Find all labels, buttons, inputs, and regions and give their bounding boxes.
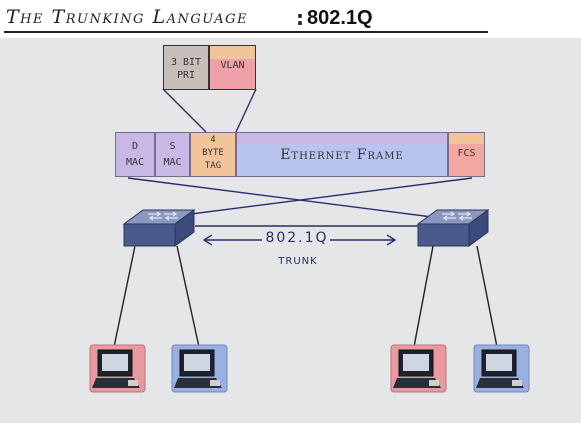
trunk-arrow-left-head — [202, 234, 213, 246]
dmac-line1: D — [131, 141, 139, 152]
switch-icon — [122, 209, 196, 247]
pri-line1: 3 BIT — [170, 57, 202, 68]
vlan-label: VLAN — [220, 60, 245, 71]
pri-field: 3 BIT PRI — [163, 45, 209, 90]
title-script: The Trunking Language — [6, 6, 249, 28]
fcs-field: FCS — [448, 132, 485, 177]
vlan-field: VLAN — [209, 45, 256, 90]
smac-line1: S — [169, 141, 176, 152]
title-protocol: 802.1Q — [307, 7, 373, 29]
frame-to-right-switch-line — [127, 177, 441, 219]
tag-line2: BYTE — [202, 148, 224, 158]
right-switch-to-pc4-line — [476, 245, 498, 348]
smac-line2: MAC — [163, 157, 182, 168]
smac-field: S MAC — [155, 132, 190, 177]
trunk-label: TRUNK — [278, 256, 318, 267]
expand-line-right — [235, 88, 257, 133]
trunk-arrow-right-head — [386, 234, 397, 246]
left-switch-to-pc2-line — [176, 245, 200, 348]
dmac-line2: MAC — [125, 157, 145, 168]
frame-to-left-switch-line — [159, 177, 473, 219]
fcs-label: FCS — [457, 148, 476, 159]
tag-line1: 4 — [210, 135, 216, 145]
title-bar: The Trunking Language : 802.1Q — [0, 0, 581, 38]
ethernet-label: Ethernet Frame — [280, 147, 404, 163]
expand-line-left — [162, 88, 207, 133]
tag-line3: TAG — [204, 161, 222, 171]
title-underline — [4, 31, 488, 33]
pri-line2: PRI — [176, 70, 196, 81]
ethernet-field: Ethernet Frame — [236, 132, 448, 177]
right-switch-to-pc3-line — [413, 245, 434, 348]
title-colon: : — [296, 6, 304, 30]
left-switch-to-pc1-line — [113, 245, 136, 348]
pc-icon — [390, 344, 447, 393]
tag-field: 4 BYTE TAG — [190, 132, 236, 177]
switch-icon — [416, 209, 490, 247]
dmac-field: D MAC — [115, 132, 155, 177]
trunk-protocol-label: 802.1Q — [265, 230, 329, 246]
pc-icon — [89, 344, 146, 393]
pc-icon — [171, 344, 228, 393]
pc-icon — [473, 344, 530, 393]
